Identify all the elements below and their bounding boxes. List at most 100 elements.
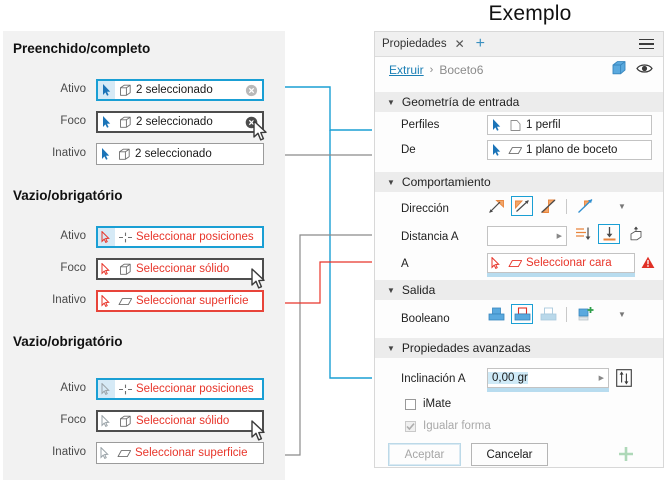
field-value: 2 seleccionado bbox=[136, 116, 213, 128]
boolean-join-icon[interactable] bbox=[485, 304, 507, 324]
field-value: 1 perfil bbox=[526, 119, 561, 131]
breadcrumb-current: Boceto6 bbox=[439, 62, 484, 77]
row-label-foco-3: Foco bbox=[60, 414, 86, 426]
field-placeholder: Seleccionar cara bbox=[526, 257, 612, 269]
field-placeholder: Seleccionar superficie bbox=[135, 447, 248, 459]
field-foco-empty-1[interactable]: Seleccionar sólido bbox=[96, 258, 264, 280]
cancel-button[interactable]: Cancelar bbox=[471, 443, 548, 466]
row-label-ativo-2: Ativo bbox=[60, 230, 86, 242]
field-inclinacion-a[interactable]: 0,00 gr ▶ bbox=[487, 368, 609, 388]
box-icon bbox=[115, 116, 135, 129]
breadcrumb: Extruir › Boceto6 bbox=[375, 57, 663, 82]
direccion-toggle-group: ▼ bbox=[485, 196, 626, 216]
section-comportamiento[interactable]: ▼ Comportamiento bbox=[375, 172, 663, 192]
label-distancia-a: Distancia A bbox=[401, 231, 459, 243]
field-ativo-empty-1[interactable]: Seleccionar posiciones bbox=[96, 226, 264, 248]
visibility-eye-icon[interactable] bbox=[636, 62, 653, 78]
cursor-select-icon bbox=[97, 443, 114, 463]
field-de[interactable]: 1 plano de boceto bbox=[487, 140, 652, 160]
properties-panel: Propiedades ✕ + Extruir › Boceto6 ▼ Geom… bbox=[374, 31, 664, 468]
chevron-right-icon[interactable]: ▶ bbox=[556, 233, 562, 240]
field-value: 0,00 gr bbox=[488, 372, 528, 384]
tab-propiedades[interactable]: Propiedades bbox=[382, 38, 447, 50]
cursor-arrow-icon bbox=[488, 141, 505, 159]
clear-icon[interactable] bbox=[245, 116, 258, 129]
field-value: 1 plano de boceto bbox=[526, 144, 618, 156]
field-placeholder: Seleccionar superficie bbox=[136, 295, 249, 307]
section-label: Salida bbox=[401, 283, 436, 297]
accept-button[interactable]: Aceptar bbox=[388, 443, 461, 466]
field-ativo-filled[interactable]: 2 seleccionado bbox=[96, 79, 264, 101]
box-icon bbox=[115, 415, 135, 428]
cursor-arrow-icon bbox=[98, 81, 115, 99]
field-ativo-empty-2[interactable]: Seleccionar posiciones bbox=[96, 378, 264, 400]
group-heading-empty-1: Vazio/obrigatório bbox=[13, 188, 123, 203]
label-inclinacion-a: Inclinación A bbox=[401, 373, 466, 385]
section-label: Geometría de entrada bbox=[401, 95, 520, 109]
plane-icon bbox=[114, 447, 134, 460]
row-label-ativo-3: Ativo bbox=[60, 382, 86, 394]
checkbox-imate-label: iMate bbox=[423, 398, 452, 410]
point-icon bbox=[115, 231, 135, 244]
direction-symmetric-icon[interactable] bbox=[537, 196, 559, 216]
field-inativo-empty-1[interactable]: Seleccionar superficie bbox=[96, 290, 264, 312]
chevron-right-icon: › bbox=[429, 63, 434, 76]
warning-icon[interactable] bbox=[641, 256, 655, 272]
measure-icon[interactable] bbox=[573, 224, 593, 244]
boolean-intersect-icon[interactable] bbox=[537, 304, 559, 324]
cursor-select-icon bbox=[488, 254, 505, 272]
field-distancia-a[interactable]: ▶ bbox=[487, 226, 567, 246]
divider bbox=[566, 198, 567, 214]
section-geometria-entrada[interactable]: ▼ Geometría de entrada bbox=[375, 92, 663, 112]
field-inativo-filled[interactable]: 2 seleccionado bbox=[96, 143, 264, 165]
chevron-down-icon[interactable]: ▼ bbox=[618, 309, 626, 319]
direction-default-icon[interactable] bbox=[485, 196, 507, 216]
chevron-down-icon[interactable]: ▼ bbox=[618, 201, 626, 211]
close-icon[interactable]: ✕ bbox=[454, 37, 465, 51]
chevron-down-icon: ▼ bbox=[387, 177, 395, 187]
section-propiedades-avanzadas[interactable]: ▼ Propiedades avanzadas bbox=[375, 338, 663, 358]
checkbox-igualar-forma-label: Igualar forma bbox=[423, 420, 491, 432]
box-icon bbox=[115, 84, 135, 97]
field-placeholder: Seleccionar sólido bbox=[136, 263, 230, 275]
menu-icon[interactable] bbox=[639, 38, 654, 50]
profile-icon bbox=[505, 119, 525, 132]
label-perfiles: Perfiles bbox=[401, 119, 440, 131]
field-foco-filled[interactable]: 2 seleccionado bbox=[96, 111, 264, 133]
field-inativo-empty-2[interactable]: Seleccionar superficie bbox=[96, 442, 264, 464]
label-a: A bbox=[401, 258, 409, 270]
direction-asymmetric-icon[interactable] bbox=[574, 196, 596, 216]
chevron-right-icon[interactable]: ▶ bbox=[598, 375, 604, 382]
cursor-arrow-icon bbox=[98, 113, 115, 131]
solid-body-icon[interactable] bbox=[611, 60, 627, 79]
field-foco-empty-2[interactable]: Seleccionar sólido bbox=[96, 410, 264, 432]
field-a-underline bbox=[487, 273, 635, 277]
flip-direction-icon[interactable] bbox=[616, 369, 632, 390]
field-a[interactable]: Seleccionar cara bbox=[487, 253, 635, 273]
field-perfiles[interactable]: 1 perfil bbox=[487, 115, 652, 135]
boolean-cut-icon[interactable] bbox=[511, 304, 533, 324]
direction-flipped-icon[interactable] bbox=[511, 196, 533, 216]
cursor-select-icon bbox=[98, 228, 115, 246]
to-solid-icon[interactable] bbox=[625, 224, 645, 244]
plane-icon bbox=[505, 257, 525, 270]
to-next-icon[interactable] bbox=[598, 224, 620, 244]
cursor-select-icon bbox=[98, 380, 115, 398]
box-icon bbox=[114, 148, 134, 161]
add-icon[interactable] bbox=[613, 441, 639, 467]
add-tab-icon[interactable]: + bbox=[475, 35, 485, 52]
row-label-ativo-1: Ativo bbox=[60, 83, 86, 95]
label-direccion: Dirección bbox=[401, 203, 449, 215]
plane-icon bbox=[505, 144, 525, 157]
boolean-new-solid-icon[interactable] bbox=[574, 304, 596, 324]
breadcrumb-link-extruir[interactable]: Extruir bbox=[389, 62, 424, 77]
label-booleano: Booleano bbox=[401, 313, 450, 325]
section-salida[interactable]: ▼ Salida bbox=[375, 280, 663, 300]
box-icon bbox=[115, 263, 135, 276]
clear-icon[interactable] bbox=[245, 84, 258, 97]
booleano-toggle-group: ▼ bbox=[485, 304, 626, 324]
row-label-foco-1: Foco bbox=[60, 115, 86, 127]
checkbox-igualar-forma-row: Igualar forma bbox=[405, 420, 491, 432]
checkbox-imate[interactable] bbox=[405, 398, 416, 410]
checkbox-imate-row[interactable]: iMate bbox=[405, 398, 451, 410]
